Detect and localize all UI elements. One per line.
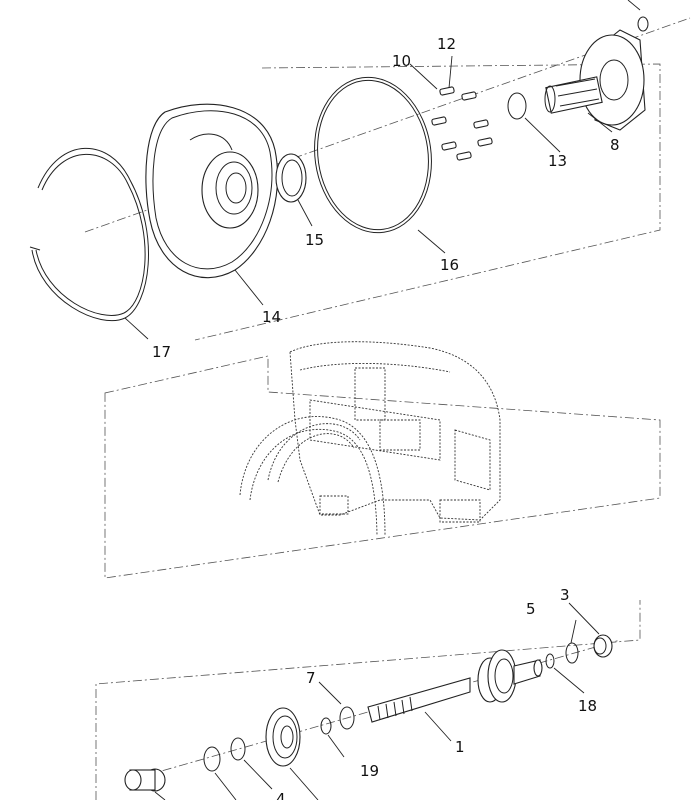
callout-15: 15: [305, 231, 324, 249]
part-18-ring: [545, 653, 555, 669]
part-1-input-shaft: [367, 649, 543, 723]
callout-18: 18: [578, 697, 597, 715]
parts-10-12-bolts: [431, 86, 493, 161]
part-13-snap-ring: [507, 92, 527, 120]
bearing: [265, 707, 301, 767]
part-7-ring: [339, 706, 355, 730]
callout-1: 1: [455, 738, 465, 756]
callout-16: 16: [440, 256, 459, 274]
part-3-bushing: [593, 634, 613, 658]
upper-group-boundary: [194, 63, 661, 341]
callout-4: 4: [276, 790, 286, 800]
part-5-ring: [565, 642, 579, 664]
callout-5: 5: [526, 600, 536, 618]
callout-7: 7: [306, 669, 316, 687]
callout-12: 12: [437, 35, 456, 53]
part-8-stator-support: [544, 29, 646, 131]
part-4-ring-b: [203, 746, 221, 772]
callout-14: 14: [262, 308, 281, 326]
part-14-cover: [145, 103, 279, 279]
part-4-ring-a: [230, 737, 246, 761]
leader-lines: [124, 55, 613, 800]
part-16-oring: [314, 76, 432, 234]
middle-group-boundary: [104, 355, 661, 579]
transmission-case-outline: [239, 341, 501, 536]
bushing-lower-left: [124, 768, 166, 792]
lower-group-boundary: [95, 600, 641, 800]
callout-3: 3: [560, 586, 570, 604]
callout-19: 19: [360, 762, 379, 780]
callout-10: 10: [392, 52, 411, 70]
top-right-oring: [637, 16, 649, 32]
callout-13: 13: [548, 152, 567, 170]
callout-17: 17: [152, 343, 171, 361]
part-17-snap-ring: [29, 147, 149, 322]
part-19-ring: [320, 717, 332, 735]
callout-8: 8: [610, 136, 620, 154]
part-15-seal: [275, 153, 307, 203]
